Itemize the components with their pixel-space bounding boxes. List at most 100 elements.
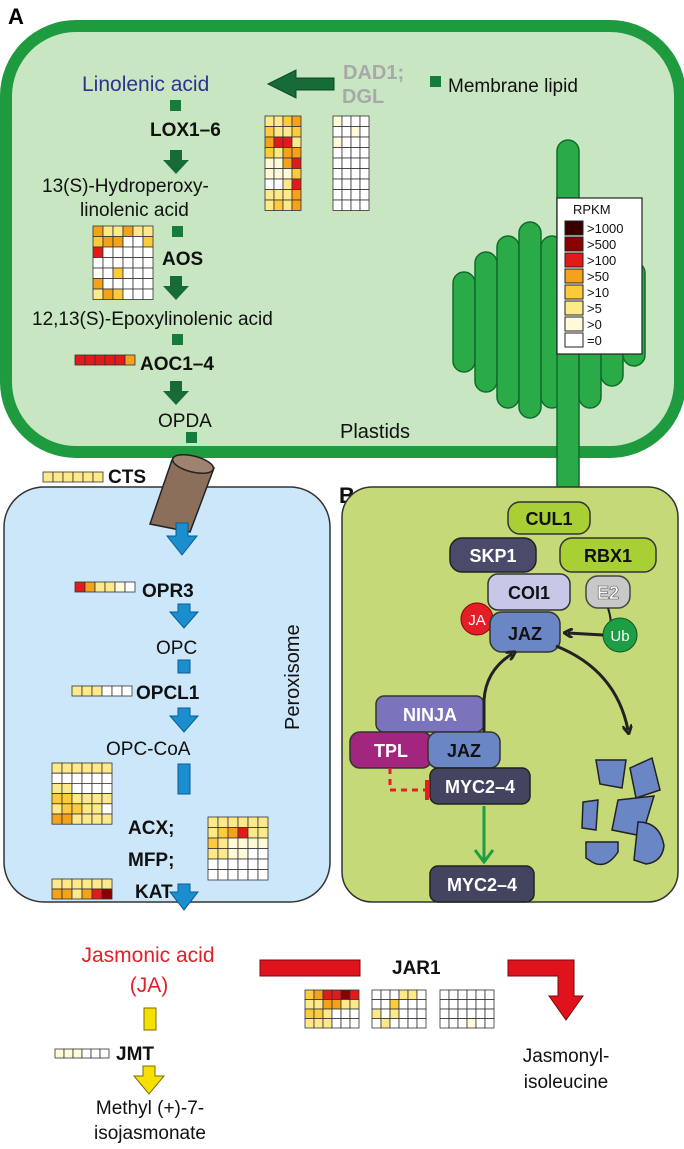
heatmap-cell <box>247 858 259 870</box>
heatmap-cell <box>304 1008 315 1019</box>
heatmap-cell <box>341 168 352 180</box>
heatmap-cell <box>359 147 370 159</box>
opr3-blue-arrow <box>168 603 200 629</box>
opr3-label: OPR3 <box>142 581 194 602</box>
heatmap-cell <box>448 1018 459 1029</box>
heatmap-cell <box>359 168 370 180</box>
heatmap-cell <box>282 199 293 211</box>
jaz-repressor-label: JAZ <box>447 741 481 761</box>
heatmap-cell <box>217 858 229 870</box>
heatmap-cell <box>94 354 106 366</box>
heatmap-cell <box>124 354 136 366</box>
heatmap-cell <box>132 225 144 237</box>
heatmap-cell <box>247 816 259 828</box>
heatmap-cell <box>380 1018 391 1029</box>
heatmap-cell <box>389 1018 400 1029</box>
legend-title: RPKM <box>573 202 611 217</box>
heatmap-cell <box>61 803 73 815</box>
heatmap-cell <box>350 178 361 190</box>
heatmap-cell <box>331 989 342 1000</box>
heatmap-cell <box>92 471 104 483</box>
heatmap-cell <box>349 989 360 1000</box>
heatmap-cell <box>92 288 104 300</box>
heatmap-cell <box>291 157 302 169</box>
heatmap-cell <box>71 813 83 825</box>
heatmap-cell <box>313 1018 324 1029</box>
heatmap-cell <box>475 999 486 1010</box>
jar1-right-arrow <box>507 959 584 1021</box>
opc-label: OPC <box>156 638 197 659</box>
heatmap-cell <box>439 999 450 1010</box>
heatmap-cell <box>439 1018 450 1029</box>
heatmap-cell <box>61 878 73 890</box>
heatmap-mfp <box>207 816 269 881</box>
heatmap-cell <box>84 354 96 366</box>
heatmap-cell <box>84 581 96 593</box>
heatmap-cell <box>332 189 343 201</box>
heatmap-cell <box>350 147 361 159</box>
heatmap-cell <box>457 1018 468 1029</box>
heatmap-cell <box>237 848 249 860</box>
heatmap-cell <box>81 803 93 815</box>
heatmap-cell <box>142 278 154 290</box>
legend-item-label: >10 <box>587 285 609 300</box>
jaz-to-coi1-arrow <box>482 654 512 732</box>
heatmap-cts <box>42 471 104 483</box>
heatmap-cell <box>264 178 275 190</box>
tpl-label: TPL <box>374 741 408 761</box>
heatmap-cell <box>257 827 269 839</box>
heatmap-cell <box>304 999 315 1010</box>
mfp-label: MFP; <box>128 850 174 871</box>
heatmap-cell <box>282 115 293 127</box>
heatmap-cell <box>51 803 63 815</box>
heatmap-cell <box>71 878 83 890</box>
heatmap-cell <box>398 999 409 1010</box>
heatmap-cell <box>371 989 382 1000</box>
heatmap-cell <box>94 581 106 593</box>
heatmap-cell <box>484 1018 495 1029</box>
heatmap-jmt <box>54 1048 110 1059</box>
heatmap-cell <box>207 848 219 860</box>
legend-item-label: >5 <box>587 301 602 316</box>
heatmap-cell <box>282 147 293 159</box>
heatmap-cell <box>101 878 113 890</box>
heatmap-jar1-c <box>439 989 495 1029</box>
lox-arrow <box>163 150 189 174</box>
heatmap-cell <box>227 869 239 881</box>
cul1-label: CUL1 <box>525 509 572 529</box>
plastids-label: Plastids <box>340 421 410 443</box>
heatmap-cell <box>63 1048 74 1059</box>
heatmap-cell <box>237 816 249 828</box>
methyl-label-1: Methyl (+)-7- <box>96 1098 204 1119</box>
heatmap-cell <box>247 827 259 839</box>
heatmap-cell <box>273 199 284 211</box>
heatmap-cell <box>142 257 154 269</box>
coi1-label: COI1 <box>508 583 550 603</box>
heatmap-cell <box>475 1008 486 1019</box>
panel-a-label: A <box>8 4 24 29</box>
heatmap-cell <box>92 225 104 237</box>
heatmap-cell <box>291 189 302 201</box>
ubiquitin-label: Ub <box>610 628 629 645</box>
heatmap-cell <box>350 115 361 127</box>
heatmap-cell <box>102 278 114 290</box>
heatmap-cell <box>349 1018 360 1029</box>
heatmap-cell <box>102 267 114 279</box>
legend-item-label: >100 <box>587 253 616 268</box>
heatmap-cell <box>273 168 284 180</box>
heatmap-cell <box>237 827 249 839</box>
heatmap-cell <box>71 772 83 784</box>
heatmap-cell <box>122 288 134 300</box>
heatmap-cell <box>227 848 239 860</box>
jmt-yellow-arrow <box>132 1065 166 1095</box>
heatmap-cell <box>132 236 144 248</box>
heatmap-cell <box>359 157 370 169</box>
heatmap-cell <box>484 1008 495 1019</box>
rbx1-node <box>559 537 657 573</box>
heatmap-cell <box>332 168 343 180</box>
heatmap-cell <box>51 772 63 784</box>
heatmap-cell <box>475 989 486 1000</box>
heatmap-cell <box>257 869 269 881</box>
heatmap-cell <box>227 858 239 870</box>
heatmap-cell <box>207 869 219 881</box>
